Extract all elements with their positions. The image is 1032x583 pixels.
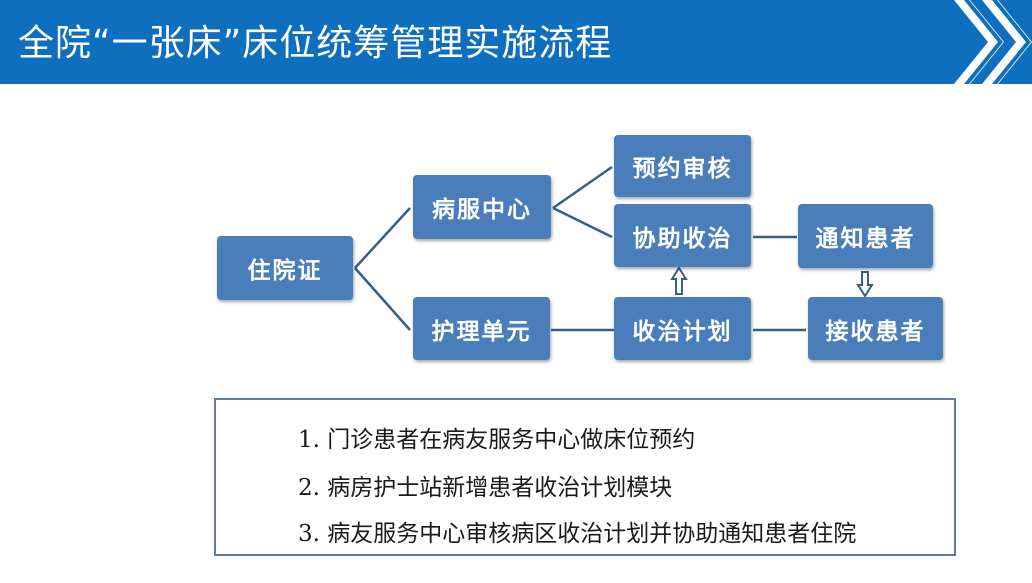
node-notify-patient: 通知患者: [798, 204, 933, 268]
title-banner: 全院“一张床”床位统筹管理实施流程: [0, 0, 1032, 84]
node-patient-service-center: 病服中心: [413, 175, 551, 239]
connector-service-center-to-review: [552, 165, 613, 210]
node-admission-permit: 住院证: [217, 236, 353, 300]
note-item: 2. 病房护士站新增患者收治计划模块: [298, 475, 673, 501]
node-reservation-review: 预约审核: [614, 135, 751, 197]
connector-service-center-to-assist: [552, 206, 613, 239]
note-item: 3. 病友服务中心审核病区收治计划并协助通知患者住院: [298, 521, 857, 547]
node-nursing-unit: 护理单元: [413, 297, 550, 360]
arrow-down-icon: [856, 271, 874, 298]
node-admission-plan: 收治计划: [614, 297, 751, 360]
node-assist-admission: 协助收治: [614, 204, 751, 267]
connector-permit-to-service-center: [354, 207, 411, 269]
double-chevron-right-icon: [954, 0, 1032, 84]
page-title: 全院“一张床”床位统筹管理实施流程: [18, 23, 613, 64]
arrow-up-icon: [670, 266, 688, 295]
note-item: 1. 门诊患者在病友服务中心做床位预约: [298, 427, 696, 453]
notes-box: 1. 门诊患者在病友服务中心做床位预约 2. 病房护士站新增患者收治计划模块 3…: [214, 398, 956, 556]
connector-permit-to-nursing-unit: [354, 267, 411, 331]
node-receive-patient: 接收患者: [808, 297, 943, 360]
